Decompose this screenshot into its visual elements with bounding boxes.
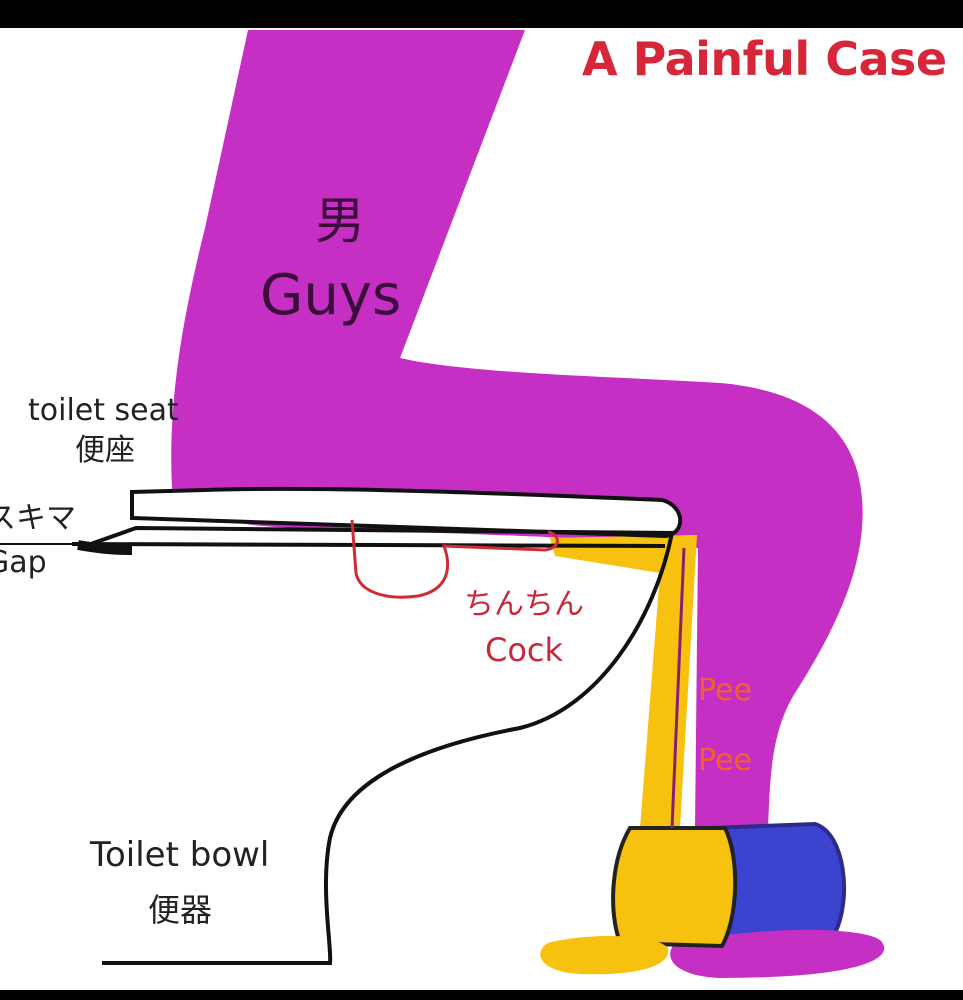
gap-label-en: Gap — [0, 545, 47, 580]
toilet-bowl-label-en: Toilet bowl — [90, 835, 270, 875]
legs-shape — [171, 30, 863, 828]
pee-label-1: Pee — [698, 673, 752, 708]
gap-label-jp: スキマ — [0, 501, 76, 536]
toilet-bowl-outline — [84, 525, 675, 965]
pee-shoe — [611, 826, 738, 949]
toilet-seat-outline — [130, 486, 683, 539]
toilet-bowl-label-jp: 便器 — [148, 891, 213, 929]
guys-label-jp: 男 — [315, 192, 365, 250]
page-title: A Painful Case — [582, 32, 947, 86]
cock-label-jp: ちんちん — [464, 587, 584, 622]
pee-stream — [550, 535, 697, 828]
toilet-seat-label-en: toilet seat — [28, 393, 179, 428]
diagram-canvas: A Painful Case 男 Guys toilet seat 便座 スキマ… — [0, 28, 963, 990]
guys-label-en: Guys — [260, 263, 402, 328]
pee-puddle — [540, 936, 669, 975]
leg-line — [670, 547, 686, 829]
bowl-rim-line — [71, 542, 666, 548]
drawing — [0, 30, 885, 978]
cock-outline — [350, 519, 559, 599]
toilet-seat-label-jp: 便座 — [75, 433, 135, 468]
cock-label-en: Cock — [485, 631, 564, 669]
pee-label-2: Pee — [698, 743, 752, 778]
